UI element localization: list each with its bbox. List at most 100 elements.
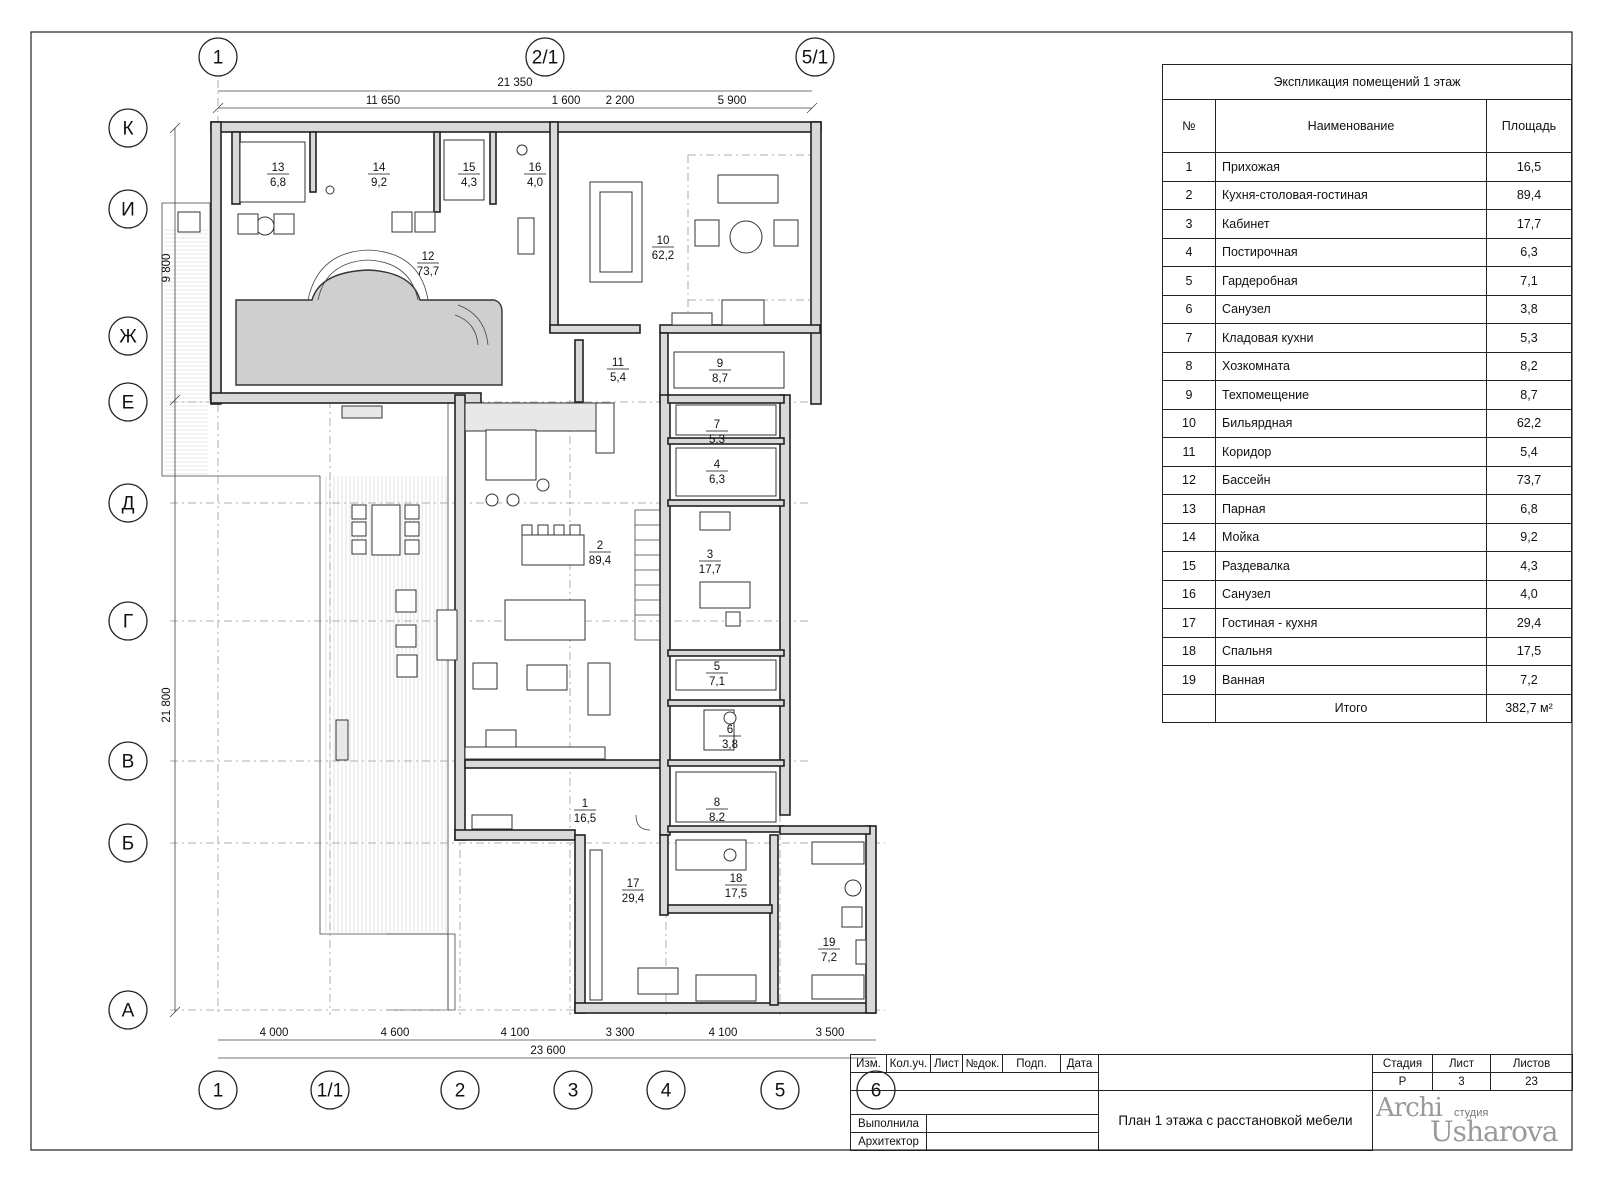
room-area: 29,4 [622, 893, 645, 905]
axis-left-3: Е [108, 382, 148, 422]
room-number: 15 [463, 162, 476, 174]
terrace-furniture [335, 405, 458, 761]
room-number: 3 [707, 549, 713, 561]
dim-top-total: 21 350 [497, 77, 532, 89]
explication-cell-num: 7 [1162, 323, 1216, 353]
dim-bottom-total: 23 600 [530, 1045, 565, 1057]
room-label-11: 115,4 [607, 357, 629, 384]
room-label-3: 317,7 [699, 549, 721, 576]
room-area: 8,7 [712, 373, 728, 385]
axis-bubble-circle [646, 1070, 686, 1110]
room-area: 5,3 [709, 434, 725, 446]
axis-bubble-circle [108, 382, 148, 422]
explication-cell-area: 3,8 [1486, 294, 1572, 324]
room-explication-table: Экспликация помещений 1 этаж № Наименова… [1162, 64, 1572, 723]
room-area: 17,7 [699, 564, 721, 576]
logo-archi: Archi [1376, 1093, 1443, 1123]
axis-bubble-label: 1/1 [317, 1081, 343, 1102]
explication-header-row: № Наименование Площадь [1162, 99, 1572, 153]
explication-cell-name: Санузел [1215, 294, 1487, 324]
walls [210, 121, 877, 1014]
explication-cell-area: 6,3 [1486, 237, 1572, 267]
explication-cell-num: 5 [1162, 266, 1216, 296]
explication-cell-num: 13 [1162, 494, 1216, 524]
axis-bubble-label: 2/1 [532, 48, 558, 69]
explication-cell-name: Коридор [1215, 437, 1487, 467]
tb-performed-label: Выполнила [851, 1115, 927, 1133]
axis-bubble-label: Ж [119, 327, 137, 348]
axis-top-1: 2/1 [525, 37, 565, 77]
explication-cell-num: 4 [1162, 237, 1216, 267]
room-area: 16,5 [574, 813, 596, 825]
room-label-1: 116,5 [574, 798, 596, 825]
axis-bubble-label: 2 [455, 1081, 466, 1102]
explication-cell-area: 89,4 [1486, 180, 1572, 210]
axis-bubble-label: 5/1 [802, 48, 828, 69]
axis-bubble-circle [310, 1070, 350, 1110]
dim-left-lower: 21 800 [161, 687, 173, 722]
dim-left-upper: 9 800 [161, 254, 173, 283]
room-label-4: 46,3 [706, 459, 728, 486]
axis-bubble-circle [525, 37, 565, 77]
axis-bottom-2: 2 [440, 1070, 480, 1110]
tb-architect-label: Архитектор [851, 1133, 927, 1151]
tb-stage-label: Стадия [1373, 1055, 1433, 1073]
tb-stage-value: Р [1373, 1073, 1433, 1091]
studio-logo: Archi студия Usharova [1372, 1085, 1570, 1149]
axis-bubble-label: 5 [775, 1081, 786, 1102]
room-number: 11 [612, 357, 624, 369]
explication-cell-num: 8 [1162, 351, 1216, 381]
explication-cell-name: Кухня-столовая-гостиная [1215, 180, 1487, 210]
axis-bubble-circle [108, 990, 148, 1030]
axis-left-2: Ж [108, 316, 148, 356]
explication-cell-name: Хозкомната [1215, 351, 1487, 381]
explication-cell-name: Прихожая [1215, 152, 1487, 182]
room-label-9: 98,7 [709, 358, 731, 385]
explication-total-empty [1162, 693, 1216, 723]
dim-top-0: 11 650 [366, 95, 400, 107]
dimension-lines [169, 90, 876, 1059]
room-number: 5 [714, 661, 720, 673]
room-area: 89,4 [589, 555, 612, 567]
room-area: 73,7 [417, 266, 439, 278]
explication-cell-area: 62,2 [1486, 408, 1572, 438]
room-label-5: 57,1 [706, 661, 728, 688]
axis-bubble-circle [795, 37, 835, 77]
explication-cell-area: 5,3 [1486, 323, 1572, 353]
living-furniture [464, 402, 661, 831]
tb-blank-row-2 [851, 1091, 1099, 1115]
room-area: 9,2 [371, 177, 387, 189]
axis-top-2: 5/1 [795, 37, 835, 77]
explication-cell-num: 6 [1162, 294, 1216, 324]
tb-col-kol: Кол.уч. [887, 1055, 931, 1073]
axis-bubble-circle [108, 108, 148, 148]
axis-left-7: Б [108, 823, 148, 863]
axis-bubble-label: 3 [568, 1081, 579, 1102]
axis-bubble-label: 6 [871, 1081, 882, 1102]
explication-cell-area: 6,8 [1486, 494, 1572, 524]
spa-furniture [177, 139, 535, 255]
explication-cell-name: Раздевалка [1215, 551, 1487, 581]
axis-bottom-1: 1/1 [310, 1070, 350, 1110]
room-number: 6 [727, 724, 733, 736]
axis-bubble-label: А [122, 1001, 135, 1022]
room-number: 4 [714, 459, 721, 471]
room-area: 62,2 [652, 250, 674, 262]
axis-bubble-circle [198, 37, 238, 77]
